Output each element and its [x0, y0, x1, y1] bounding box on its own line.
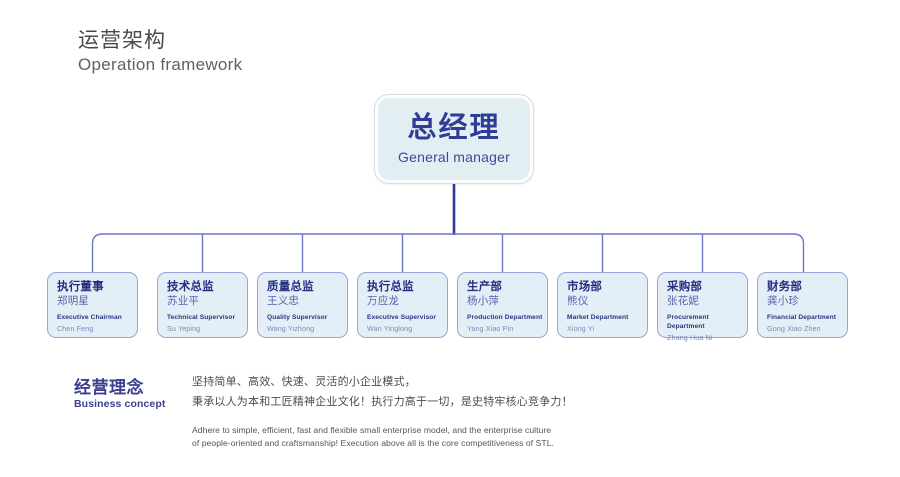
node-name-cn: 苏业平 — [167, 295, 200, 308]
page-title-cn: 运营架构 — [78, 29, 166, 52]
node-title-cn: 技术总监 — [167, 281, 214, 293]
connector-bus-right-elbow — [793, 233, 805, 272]
node-title-en: Executive Supervisor — [367, 313, 437, 321]
node-title-cn: 市场部 — [567, 281, 603, 293]
node-title-cn: 采购部 — [667, 281, 703, 293]
general-manager-title-en: General manager — [398, 148, 510, 165]
node-title-en: Procurement Department — [667, 313, 709, 330]
business-concept-label-cn: 经营理念 — [74, 378, 144, 397]
node-title-en: Production Department — [467, 313, 543, 321]
page-header: 运营架构 Operation framework — [78, 28, 242, 76]
node-procurement-department[interactable]: 采购部 张花妮 Procurement Department Zhang Hua… — [657, 272, 748, 342]
node-name-en: Xiong Yi — [567, 323, 595, 333]
concept-cn-line-2: 秉承以人为本和工匠精神企业文化！执行力高于一切，是史特牢核心竞争力！ — [192, 396, 573, 409]
node-name-cn: 郑明星 — [57, 295, 90, 308]
node-name-en: Yang Xiao Pin — [467, 323, 514, 333]
node-name-cn: 张花妮 — [667, 295, 700, 308]
node-name-cn: 熊仪 — [567, 295, 589, 308]
business-concept-label: 经营理念 Business concept — [74, 378, 184, 410]
concept-en-paragraph: Adhere to simple, efficient, fast and fl… — [192, 424, 612, 450]
node-title-cn: 生产部 — [467, 281, 503, 293]
node-executive-supervisor[interactable]: 执行总监 万应龙 Executive Supervisor Wan Yinglo… — [357, 272, 448, 338]
node-financial-department[interactable]: 财务部 龚小珍 Financial Department Gong Xiao Z… — [757, 272, 848, 338]
business-concept-label-en: Business concept — [74, 397, 166, 410]
node-title-cn: 质量总监 — [267, 281, 314, 293]
connector-bus-left-elbow — [91, 233, 103, 272]
general-manager-title-cn: 总经理 — [407, 112, 501, 145]
node-title-en: Financial Department — [767, 313, 837, 321]
node-executive-chairman[interactable]: 执行董事 郑明星 Executive Chairman Chen Feng — [47, 272, 138, 338]
node-market-department[interactable]: 市场部 熊仪 Market Department Xiong Yi — [557, 272, 648, 338]
node-name-en: Gong Xiao Zhen — [767, 323, 821, 333]
node-title-en: Technical Supervisor — [167, 313, 236, 321]
node-title-en: Quality Supervisor — [267, 313, 328, 321]
concept-cn-line-1: 坚持简单、高效、快速、灵活的小企业模式， — [192, 376, 416, 388]
concept-en-line-1: Adhere to simple, efficient, fast and fl… — [192, 424, 552, 435]
concept-en-line-2: of people-oriented and craftsmanship! Ex… — [192, 437, 554, 448]
node-general-manager[interactable]: 总经理 General manager — [375, 95, 533, 183]
node-name-en: Zhang Hua Ni — [667, 332, 713, 342]
node-name-en: Wan Yinglong — [367, 323, 413, 333]
node-name-en: Su Yeping — [167, 323, 201, 333]
node-title-cn: 执行总监 — [367, 281, 414, 293]
node-name-cn: 杨小萍 — [467, 295, 500, 308]
node-production-department[interactable]: 生产部 杨小萍 Production Department Yang Xiao … — [457, 272, 548, 338]
page-title-en: Operation framework — [78, 55, 243, 75]
node-name-cn: 王义忠 — [267, 295, 300, 308]
node-name-cn: 万应龙 — [367, 295, 400, 308]
node-technical-supervisor[interactable]: 技术总监 苏业平 Technical Supervisor Su Yeping — [157, 272, 248, 338]
node-name-cn: 龚小珍 — [767, 295, 800, 308]
node-title-en: Market Department — [567, 313, 629, 321]
business-concept-body: 坚持简单、高效、快速、灵活的小企业模式， 秉承以人为本和工匠精神企业文化！执行力… — [192, 372, 612, 449]
node-name-en: Wang Yizhong — [267, 323, 315, 333]
node-name-en: Chen Feng — [57, 323, 94, 333]
org-chart: 总经理 General manager 执行董事 郑明星 Executive C… — [47, 95, 848, 342]
node-quality-supervisor[interactable]: 质量总监 王义忠 Quality Supervisor Wang Yizhong — [257, 272, 348, 338]
node-title-en: Executive Chairman — [57, 313, 122, 321]
node-title-cn: 财务部 — [767, 281, 803, 293]
node-title-cn: 执行董事 — [57, 281, 104, 293]
